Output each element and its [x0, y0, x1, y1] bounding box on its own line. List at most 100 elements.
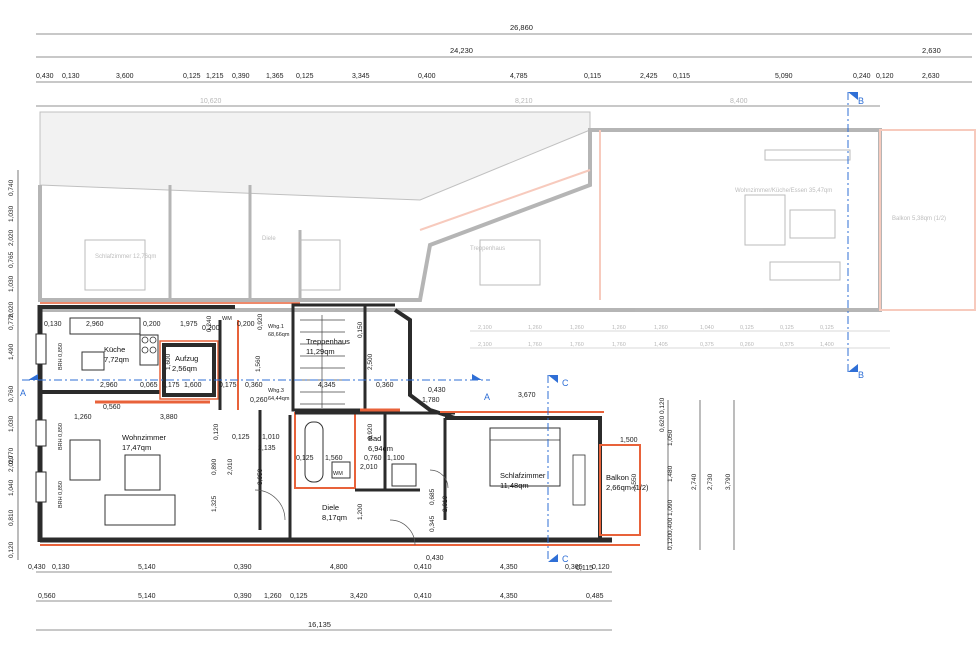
- dim-label: 0,360: [376, 382, 394, 389]
- dim-label: 3,420: [350, 593, 368, 600]
- dim-label: 1,260: [528, 325, 542, 331]
- dim-label: 3,670: [518, 392, 536, 399]
- dim-label: 2,010: [360, 464, 378, 471]
- dim-label: 8,210: [515, 98, 533, 105]
- room-labels: Küche 7,72qm Aufzug 2,56qm Treppenhaus 1…: [104, 324, 649, 522]
- room-schlafzimmer-name: Schlafzimmer: [500, 471, 546, 480]
- dim-label: 0,890: [211, 458, 218, 475]
- dim-label: 1,400: [820, 342, 834, 348]
- dim-label: 1,100: [387, 455, 405, 462]
- room-wohnzimmer-area: 17,47qm: [122, 443, 151, 452]
- dim-label: 2,100: [478, 342, 492, 348]
- dim-label: 0,430: [28, 564, 46, 571]
- dim-label: 1,040: [8, 479, 15, 496]
- dim-label: 5,140: [138, 593, 156, 600]
- dim-label: 0,260: [250, 397, 268, 404]
- dim-label: 0,240: [206, 315, 213, 332]
- dim-label: 2,020: [8, 455, 15, 472]
- ghost-label: Wohnzimmer/Küche/Essen 35,47qm: [735, 188, 832, 194]
- dim-label: 3,050: [257, 468, 264, 485]
- dim-label: 2,960: [100, 382, 118, 389]
- dim-label: 0,765: [8, 251, 15, 268]
- dim-label: 3,880: [160, 414, 178, 421]
- section-lines: [22, 92, 849, 562]
- brh-label: BRH 0,850: [58, 343, 64, 370]
- dim-label: 4,350: [500, 564, 518, 571]
- dim-label: 2,500: [367, 353, 374, 370]
- dim-label: 1,260: [74, 414, 92, 421]
- dim-label: 0,430: [428, 387, 446, 394]
- wm-label: WM: [222, 316, 232, 322]
- dim-label: 0,200: [143, 321, 161, 328]
- dim-label: 3,550: [631, 473, 638, 490]
- overall-length: 26,860: [510, 23, 533, 32]
- section-b-top: B: [858, 96, 864, 106]
- dim-label: 5,140: [138, 564, 156, 571]
- top-dim-row3: 0,430 0,130 3,600 0,125 1,215 0,390 1,36…: [36, 73, 940, 80]
- apartment-walls: [35, 302, 641, 546]
- dim-label: 3,790: [725, 473, 732, 490]
- dim-label: 0,120: [659, 397, 666, 414]
- dim-label: 1,760: [570, 342, 584, 348]
- dim-label: 0,920: [257, 313, 264, 330]
- whg3-area: 64,44qm: [268, 396, 290, 402]
- dim-label: 1,760: [612, 342, 626, 348]
- dim-label: 1,500: [620, 437, 638, 444]
- dim-label: 0,120: [213, 423, 220, 440]
- dim-label: 0,390: [232, 73, 250, 80]
- dim-label: 0,125: [296, 455, 314, 462]
- dim-label: 1,200: [357, 503, 364, 520]
- dim-label: 1,760: [528, 342, 542, 348]
- room-kueche-area: 7,72qm: [104, 355, 129, 364]
- dim-label: 0,400: [667, 517, 674, 534]
- room-kueche-name: Küche: [104, 345, 125, 354]
- balcony-length: 2,630: [922, 46, 941, 55]
- ghost-label: Balkon 5,38qm (1/2): [892, 216, 946, 222]
- dim-label: 0,120: [8, 541, 15, 558]
- dim-label: 1,975: [180, 321, 198, 328]
- ghost-label: Schlafzimmer 12,76qm: [95, 254, 156, 260]
- dim-label: 1,560: [255, 355, 262, 372]
- dim-label: 2,630: [922, 73, 940, 80]
- dim-label: 0,485: [586, 593, 604, 600]
- dim-label: 0,125: [740, 325, 754, 331]
- whg3-name: Whg.3: [268, 388, 284, 394]
- section-a-right: A: [484, 392, 490, 402]
- main-length: 24,230: [450, 46, 473, 55]
- upper-block-dims: 10,620 8,210 8,400: [200, 98, 748, 105]
- dim-label: 3,600: [116, 73, 134, 80]
- right-dimensions: 0,120 0,620 1,050 1,480 1,090 0,400 0,12…: [659, 397, 735, 550]
- dim-label: 0,065: [140, 382, 158, 389]
- dim-label: 1,030: [8, 415, 15, 432]
- dim-label: 0,115: [576, 565, 593, 572]
- bottom-dim-row1: 0,430 0,130 5,140 0,390 4,800 0,410 4,35…: [28, 564, 610, 571]
- dim-label: 0,200: [202, 325, 220, 332]
- dim-label: 0,125: [183, 73, 201, 80]
- dim-label: 1,260: [264, 593, 282, 600]
- dim-label: 0,685: [429, 488, 436, 505]
- room-treppenhaus-name: Treppenhaus: [306, 337, 350, 346]
- dim-label: 0,430: [426, 555, 444, 562]
- bottom-total: 16,135: [308, 620, 331, 629]
- dim-label: 0,560: [103, 404, 121, 411]
- room-diele-area: 8,17qm: [322, 513, 347, 522]
- dim-label: 0,760: [8, 385, 15, 402]
- dim-label: 1,405: [654, 342, 668, 348]
- dim-label: 1,260: [570, 325, 584, 331]
- dim-label: 0,345: [429, 515, 436, 532]
- dim-label: 0,125: [820, 325, 834, 331]
- room-wohnzimmer-name: Wohnzimmer: [122, 433, 167, 442]
- room-treppenhaus-area: 11,29qm: [306, 347, 335, 356]
- dim-label: 1,050: [667, 429, 674, 446]
- dim-label: 0,410: [414, 593, 432, 600]
- dim-label: 1,010: [262, 434, 280, 441]
- dim-label: 0,400: [418, 73, 436, 80]
- dim-label: 0,390: [234, 564, 252, 571]
- dim-label: 1,365: [266, 73, 284, 80]
- dim-label: 0,120: [876, 73, 894, 80]
- dim-label: 1,260: [612, 325, 626, 331]
- dim-label: 0,430: [36, 73, 54, 80]
- dim-label: 1,030: [8, 205, 15, 222]
- dim-label: 0,920: [367, 423, 374, 440]
- dim-label: 0,175: [219, 382, 237, 389]
